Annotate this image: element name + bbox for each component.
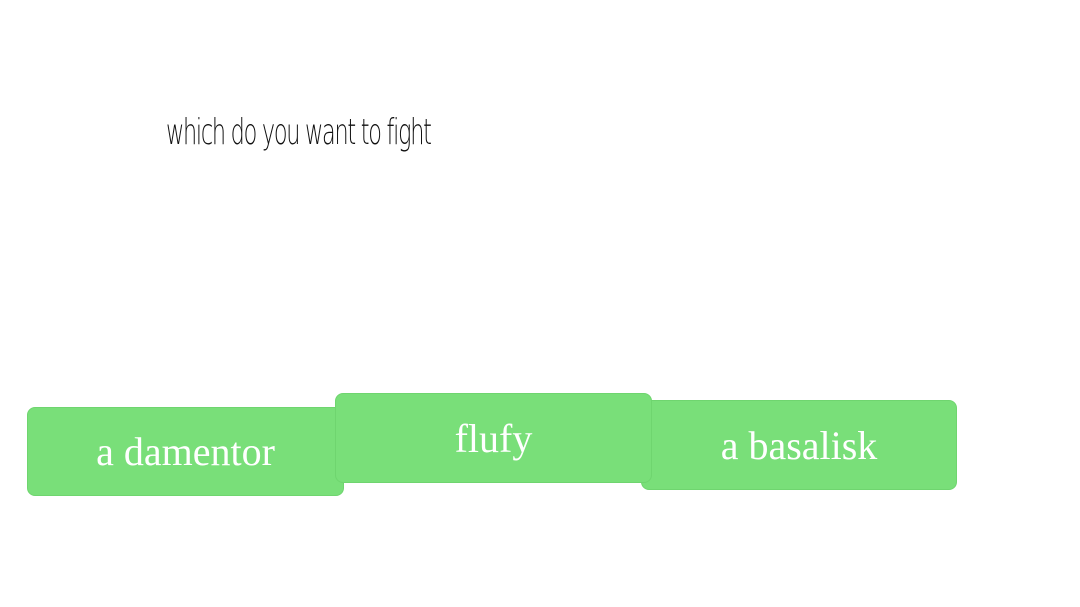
choice-label: flufy	[454, 415, 533, 461]
choice-label: a damentor	[96, 429, 275, 474]
choice-button-flufy[interactable]: flufy	[335, 393, 652, 483]
choice-button-basalisk[interactable]: a basalisk	[641, 400, 957, 490]
question-text: which do you want to fight	[166, 112, 432, 153]
choice-button-damentor[interactable]: a damentor	[27, 407, 344, 496]
choice-label: a basalisk	[720, 422, 878, 468]
